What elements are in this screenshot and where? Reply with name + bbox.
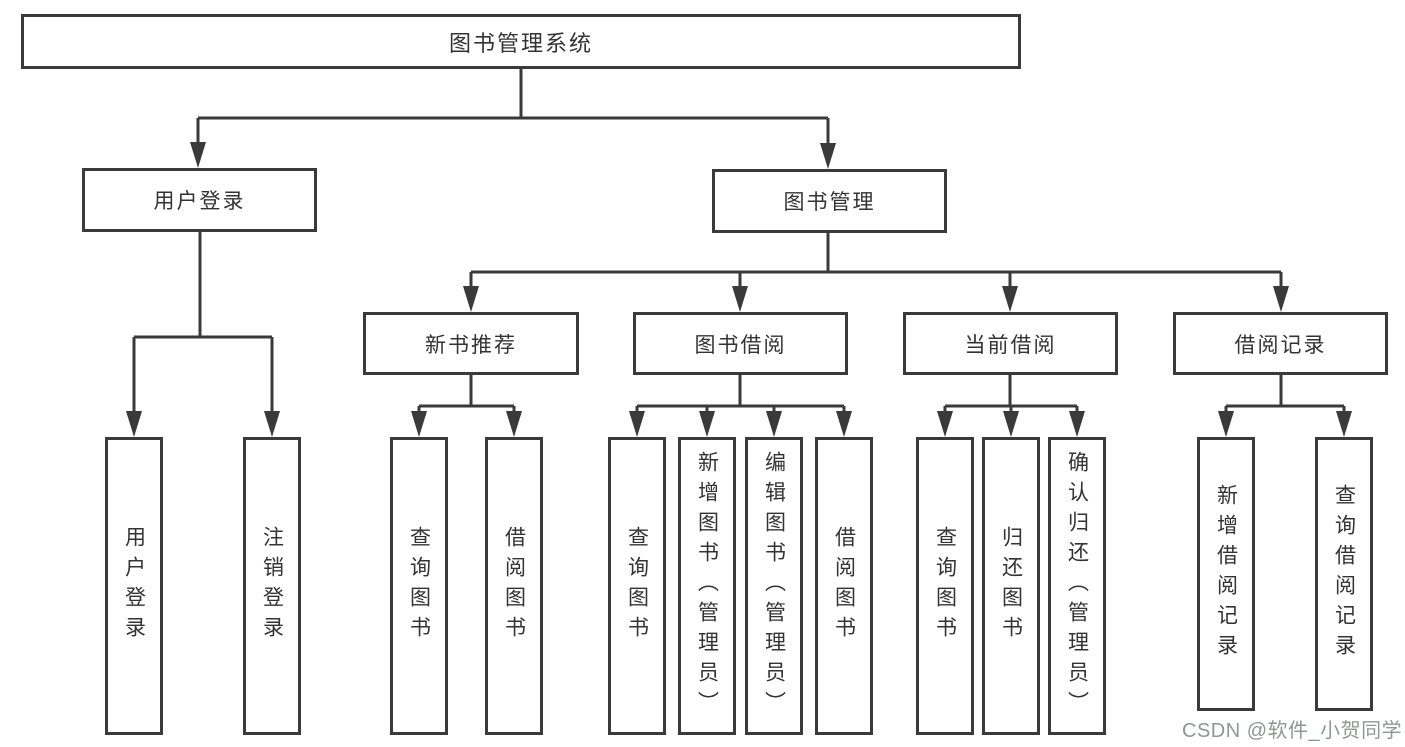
node-label: 借阅记录 [1234, 333, 1327, 357]
leaf-return-books: 归还图书 [982, 437, 1040, 735]
arrowhead [629, 411, 645, 437]
node-borrow-records: 借阅记录 [1173, 312, 1388, 375]
arrowhead [766, 411, 782, 437]
arrowhead [411, 411, 427, 437]
node-new-book-recommend: 新书推荐 [363, 312, 579, 375]
arrowhead [506, 411, 522, 437]
node-book-management: 图书管理 [712, 169, 947, 233]
node-label: 借阅图书 [832, 526, 856, 646]
node-label: 查询借阅记录 [1332, 484, 1356, 664]
node-label: 当前借阅 [964, 333, 1057, 357]
node-label: 图书借阅 [694, 333, 787, 357]
arrowhead [1273, 286, 1289, 312]
arrowhead [1002, 286, 1018, 312]
leaf-user-login: 用户登录 [105, 437, 163, 735]
leaf-logout: 注销登录 [243, 437, 301, 735]
node-label: 查询图书 [407, 526, 431, 646]
arrowhead [836, 411, 852, 437]
node-label: 确认归还（管理员） [1065, 451, 1089, 721]
node-current-borrow: 当前借阅 [903, 312, 1118, 375]
arrowhead [1003, 411, 1019, 437]
leaf-add-books-admin: 新增图书（管理员） [678, 437, 736, 735]
arrowhead [463, 286, 479, 312]
leaf-add-borrow-record: 新增借阅记录 [1197, 437, 1255, 711]
leaf-edit-books-admin: 编辑图书（管理员） [745, 437, 803, 735]
csdn-watermark: CSDN @软件_小贺同学 [1182, 720, 1403, 742]
node-label: 编辑图书（管理员） [762, 451, 786, 721]
arrowhead [937, 411, 953, 437]
arrowhead [820, 143, 836, 169]
arrowhead [1218, 411, 1234, 437]
node-library-system: 图书管理系统 [21, 14, 1021, 69]
leaf-borrow-books: 借阅图书 [815, 437, 873, 735]
node-label: 查询图书 [625, 526, 649, 646]
node-label: 注销登录 [260, 526, 284, 646]
leaf-query-books-recommend: 查询图书 [390, 437, 448, 735]
arrowhead [264, 411, 280, 437]
arrowhead [1069, 411, 1085, 437]
leaf-confirm-return-admin: 确认归还（管理员） [1048, 437, 1106, 735]
node-label: 新增借阅记录 [1214, 484, 1238, 664]
node-label: 新书推荐 [425, 333, 517, 357]
arrowhead [699, 411, 715, 437]
node-book-borrow: 图书借阅 [633, 312, 848, 375]
arrowhead [1336, 411, 1352, 437]
node-label: 借阅图书 [502, 526, 526, 646]
leaf-query-books-current: 查询图书 [916, 437, 974, 735]
leaf-borrow-books-recommend: 借阅图书 [485, 437, 543, 735]
node-label: 图书管理 [783, 191, 876, 214]
leaf-query-books-borrow: 查询图书 [608, 437, 666, 735]
node-label: 用户登录 [153, 190, 246, 213]
arrowhead [126, 411, 142, 437]
arrowhead [732, 286, 748, 312]
node-label: 归还图书 [999, 526, 1023, 646]
node-label: 查询图书 [933, 526, 957, 646]
node-label: 用户登录 [122, 526, 146, 646]
node-user-login: 用户登录 [82, 168, 317, 232]
node-label: 新增图书（管理员） [695, 451, 719, 721]
node-label: 图书管理系统 [448, 30, 593, 56]
leaf-query-borrow-record: 查询借阅记录 [1315, 437, 1373, 711]
arrowhead [190, 142, 206, 168]
